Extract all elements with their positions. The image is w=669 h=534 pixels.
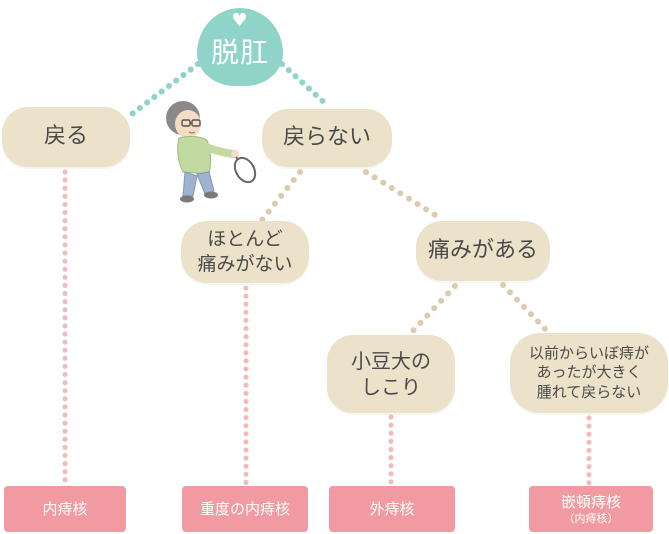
outcome-judo-naijikaku-label: 重度の内痔核: [199, 500, 290, 518]
outcome-naijikaku-label: 内痔核: [42, 500, 88, 518]
outcome-kanton: 嵌頓痔核 （内痔核）: [529, 486, 653, 532]
node-modoranai-label: 戻らない: [282, 124, 371, 150]
node-modoru-label: 戻る: [43, 123, 88, 149]
node-izen: 以前からいぼ痔が あったが大きく 腫れて戻らない: [510, 333, 668, 413]
heart-icon: ♥: [231, 10, 249, 31]
node-shikori-line2: しこり: [361, 375, 421, 399]
figure-leg-right: [196, 171, 215, 195]
node-izen-line3: 腫れて戻らない: [536, 382, 642, 401]
outcome-judo-naijikaku: 重度の内痔核: [182, 486, 308, 532]
node-shikori-line1: 小豆大の: [351, 349, 431, 373]
node-hotondo-line2: 痛みがない: [197, 253, 293, 275]
figure-arm: [199, 142, 237, 158]
connector-itami-shikori: [407, 283, 458, 337]
figure-glasses: [181, 119, 201, 127]
connector-root-modoranai: [279, 61, 329, 107]
node-modoranai: 戻らない: [262, 109, 392, 167]
outcome-gaijikaku-label: 外痔核: [369, 500, 415, 518]
mirror-icon: [233, 156, 257, 184]
node-itami: 痛みがある: [416, 221, 550, 281]
outcome-kanton-sub: （内痔核）: [563, 511, 619, 525]
outcome-gaijikaku: 外痔核: [329, 486, 455, 532]
node-shikori: 小豆大の しこり: [327, 335, 455, 413]
figure-mouth: [188, 131, 196, 134]
root-node: ♥ 脱肛: [197, 8, 283, 86]
node-modoru: 戻る: [2, 107, 130, 167]
outcome-kanton-label: 嵌頓痔核: [560, 492, 621, 511]
connector-root-modoru: [125, 61, 201, 120]
connector-modoranai-hotondo: [259, 169, 303, 223]
node-hotondo: ほとんど 痛みがない: [181, 221, 309, 283]
connector-itami-izen: [500, 282, 551, 335]
figure-leg-left: [182, 171, 198, 197]
node-izen-line1: 以前からいぼ痔が: [528, 343, 649, 362]
node-itami-label: 痛みがある: [427, 237, 538, 263]
figure-body: [177, 135, 212, 175]
person-holding-mirror-illustration: [166, 101, 257, 203]
figure-shoe-left: [180, 195, 194, 203]
node-hotondo-line1: ほとんど: [207, 228, 283, 251]
node-izen-line2: あったが大きく: [536, 363, 642, 382]
root-label: 脱肛: [210, 36, 269, 69]
figure-face: [175, 110, 201, 138]
figure-shoe-right: [204, 191, 218, 199]
connector-modoranai-itami: [363, 169, 443, 221]
outcome-naijikaku: 内痔核: [4, 486, 126, 532]
figure-hand: [231, 150, 239, 158]
